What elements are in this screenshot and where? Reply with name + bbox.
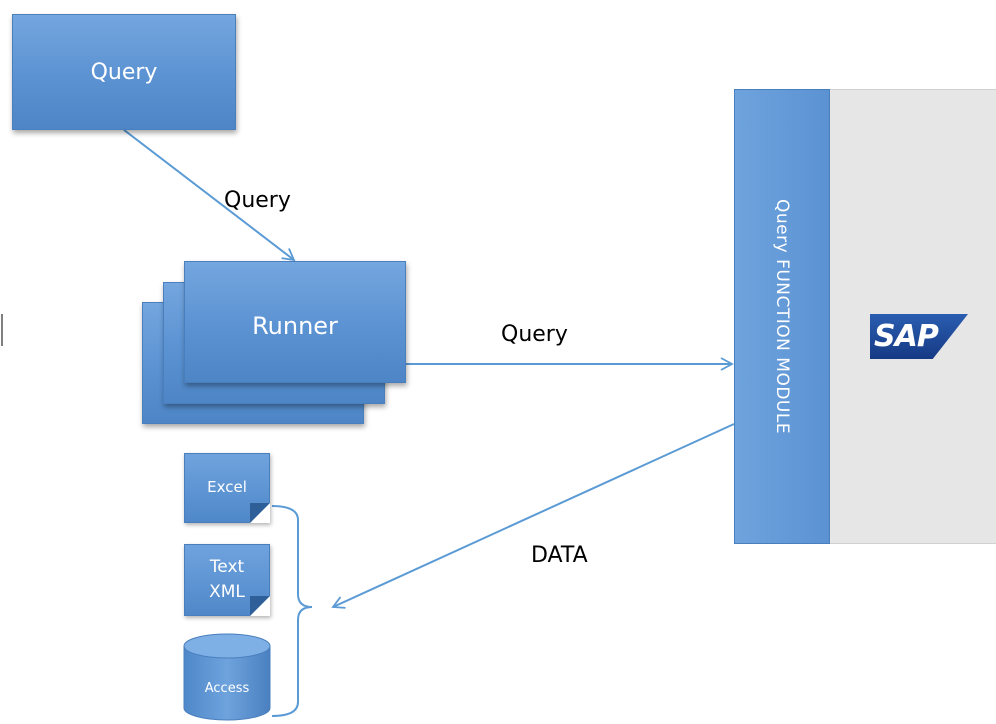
- runner-to-module-label: Query: [501, 322, 568, 347]
- function-module-label: Query FUNCTION MODULE: [772, 198, 792, 435]
- access-label: Access: [205, 681, 250, 696]
- query-box: Query: [12, 14, 236, 130]
- text-xml-document-icon: Text XML: [184, 544, 270, 616]
- query-to-runner-arrow: [123, 129, 296, 262]
- excel-document-icon: Excel: [184, 453, 270, 523]
- page-fold-icon: [250, 596, 270, 616]
- data-return-arrow: [331, 423, 735, 609]
- function-module-bar: Query FUNCTION MODULE: [734, 89, 830, 544]
- access-database-icon: Access: [183, 633, 271, 721]
- sap-logo-text: SAP: [874, 319, 939, 354]
- query-to-runner-label: Query: [224, 188, 291, 213]
- text-label: Text: [209, 557, 245, 578]
- data-return-label: DATA: [531, 543, 588, 568]
- outputs-brace: [271, 505, 313, 717]
- excel-label: Excel: [207, 478, 247, 497]
- runner-box: Runner: [184, 261, 406, 383]
- query-box-label: Query: [90, 59, 158, 85]
- page-fold-icon: [250, 503, 270, 523]
- runner-label: Runner: [252, 312, 338, 340]
- xml-label: XML: [209, 582, 245, 602]
